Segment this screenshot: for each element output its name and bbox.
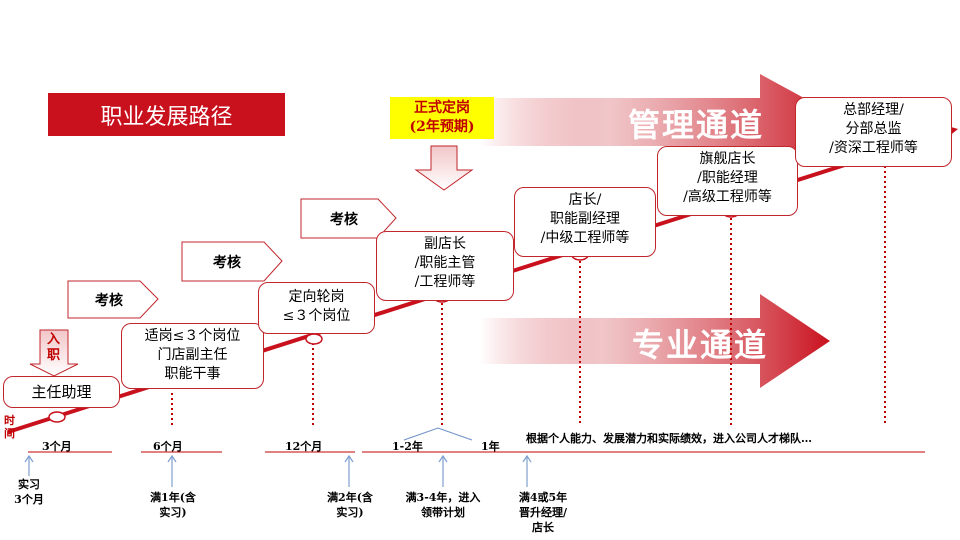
node-directed-rotation: 定向轮岗 ≤３个岗位 bbox=[258, 282, 375, 334]
milestone-1-year: 满1年(含 实习) bbox=[150, 491, 196, 519]
node-assistant-supervisor: 主任助理 bbox=[3, 376, 120, 408]
assessment-chevron-3 bbox=[300, 198, 397, 239]
milestone-4-5-years: 满4或5年 晋升经理/ 店长 bbox=[518, 491, 568, 534]
formal-line-1: 正式定岗 bbox=[414, 100, 470, 116]
milestone-internship: 实习 3个月 bbox=[14, 478, 44, 506]
node-flagship-store-manager: 旗舰店长 /职能经理 /高级工程师等 bbox=[657, 146, 798, 216]
node-store-deputy-supervisor: 适岗≤３个岗位 门店副主任 职能干事 bbox=[121, 323, 264, 389]
timeline-label-3-months: 3个月 bbox=[42, 440, 72, 453]
formal-placement-box: 正式定岗 (2年预期) bbox=[390, 97, 494, 139]
timeline-label-12-months: 12个月 bbox=[285, 440, 323, 453]
timeline-label-1-2-years: 1-2年 bbox=[392, 440, 423, 453]
management-channel-label: 管理通道 bbox=[628, 106, 765, 144]
entry-label: 入 职 bbox=[47, 332, 61, 363]
assessment-label-3: 考核 bbox=[330, 211, 358, 228]
professional-channel-arrow bbox=[480, 294, 830, 388]
entry-down-arrow bbox=[29, 329, 79, 377]
timeline-label-6-months: 6个月 bbox=[153, 440, 183, 453]
milestone-3-4-years: 满3-4年，进入 领带计划 bbox=[405, 491, 481, 519]
time-axis-label: 时 间 bbox=[4, 414, 15, 440]
assessment-label-1: 考核 bbox=[95, 292, 123, 309]
assessment-label-2: 考核 bbox=[213, 254, 241, 271]
node-hq-manager: 总部经理/ 分部总监 /资深工程师等 bbox=[795, 97, 952, 167]
node-store-manager: 店长/ 职能副经理 /中级工程师等 bbox=[514, 187, 656, 257]
professional-channel-label: 专业通道 bbox=[632, 326, 769, 364]
formal-down-arrow bbox=[414, 145, 474, 191]
page-title: 职业发展路径 bbox=[48, 93, 285, 136]
assessment-chevron-1 bbox=[67, 280, 159, 319]
timeline-note: 根据个人能力、发展潜力和实际绩效，进入公司人才梯队… bbox=[526, 432, 812, 445]
milestone-2-years: 满2年(含 实习) bbox=[327, 491, 373, 519]
assessment-chevron-2 bbox=[181, 241, 283, 282]
timeline-label-1-year: 1年 bbox=[481, 440, 500, 453]
formal-line-2: (2年预期) bbox=[409, 119, 475, 135]
node-deputy-store-manager: 副店长 /职能主管 /工程师等 bbox=[376, 231, 514, 301]
